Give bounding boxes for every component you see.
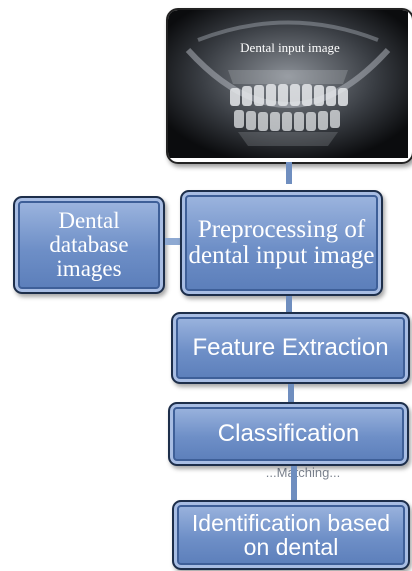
- arrow-classification-to-identification: [291, 466, 297, 502]
- classification-box: Classification: [168, 402, 409, 466]
- arrow-input-to-preprocessing: [286, 162, 292, 184]
- feature-extraction-box: Feature Extraction: [171, 312, 410, 384]
- arrow-feature-to-classification: [288, 384, 294, 404]
- preprocessing-box-label: Preprocessing of dental input image: [186, 217, 377, 270]
- xray-picture: [168, 10, 408, 158]
- database-box-label: Dental database images: [21, 209, 157, 281]
- input-image-label: Dental input image: [168, 40, 412, 56]
- dental-input-xray-image: Dental input image: [166, 8, 412, 164]
- dental-database-images-box: Dental database images: [13, 196, 165, 294]
- classification-box-label: Classification: [218, 421, 359, 446]
- identification-box: Identification based on dental: [172, 500, 410, 570]
- hidden-matching-text: ...Matching...: [258, 465, 348, 481]
- preprocessing-box: Preprocessing of dental input image: [180, 190, 383, 296]
- identification-box-label: Identification based on dental: [177, 511, 405, 559]
- feature-box-label: Feature Extraction: [192, 335, 388, 360]
